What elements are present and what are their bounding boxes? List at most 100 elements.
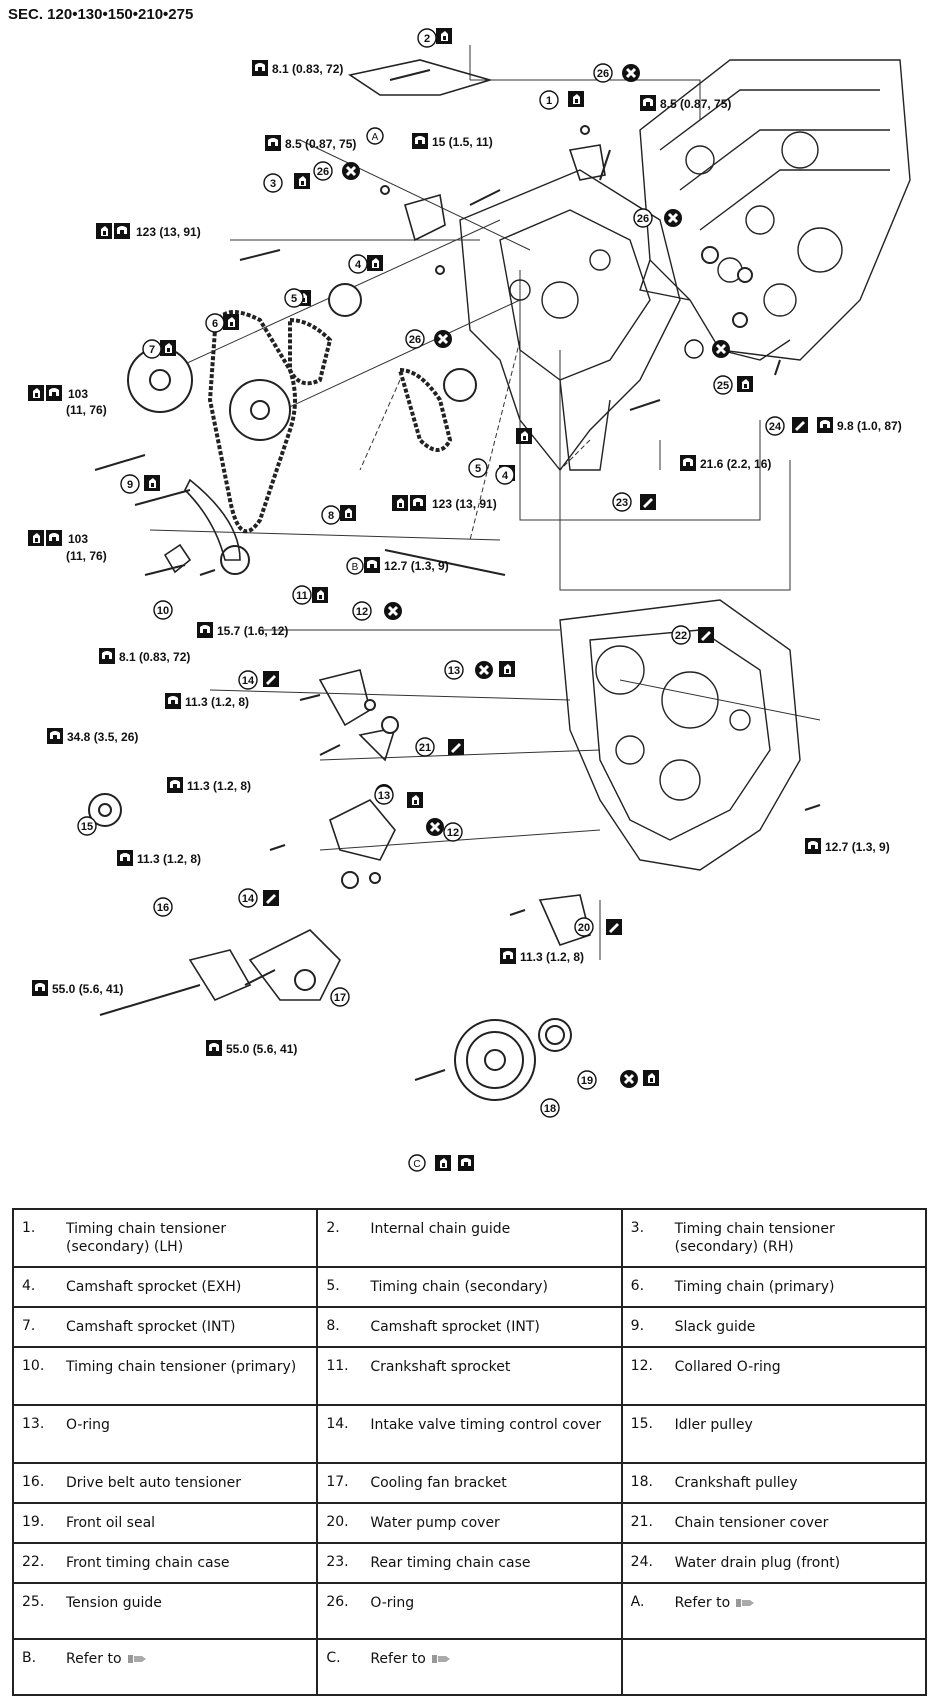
callout-12a: 12 [356, 606, 368, 618]
legend-num: A. [630, 1594, 645, 1610]
legend-num: 4. [22, 1278, 36, 1294]
torque-spec-23: 55.0 (5.6, 41) [226, 1042, 297, 1056]
legend-num: 19. [22, 1514, 45, 1530]
callout-C: C [413, 1159, 420, 1170]
callout-7: 7 [149, 344, 155, 356]
callout-6: 6 [212, 318, 218, 330]
legend-num: 21. [630, 1514, 653, 1530]
legend-text: Cooling fan bracket [370, 1475, 507, 1491]
legend-cell-23: 23. Rear timing chain case [316, 1542, 623, 1584]
callout-4b: 4 [502, 470, 509, 482]
torque-spec-3: 8.5 (0.87, 75) [285, 137, 356, 151]
legend-cell-11: 11.Crankshaft sprocket [316, 1346, 623, 1406]
torque-spec-10: 123 (13, 91) [432, 497, 497, 511]
legend-cell-2: 2. Internal chain guide [316, 1208, 623, 1268]
callout-13a: 13 [448, 665, 460, 677]
callout-16: 16 [157, 902, 169, 914]
legend-cell-12: 12.Collared O-ring [620, 1346, 928, 1406]
legend-text: Refer to [370, 1651, 426, 1667]
legend-text: Water pump cover [370, 1515, 500, 1531]
callout-14a: 14 [242, 675, 255, 687]
legend-num: 22. [22, 1554, 45, 1570]
table-row: 4.Camshaft sprocket (EXH) 5.Timing chain… [11, 1266, 928, 1308]
torque-spec-17: 34.8 (3.5, 26) [67, 730, 138, 744]
legend-text: O-ring [370, 1595, 415, 1611]
legend-num: 13. [22, 1416, 45, 1432]
legend-text: Intake valve timing control cover [370, 1417, 602, 1433]
section-code: SEC. 120•130•150•210•275 [8, 6, 194, 23]
legend-cell-14: 14. Intake valve timing control cover [316, 1404, 623, 1464]
legend-num: 8. [326, 1318, 340, 1334]
legend-num: 2. [326, 1220, 340, 1236]
legend-cell-17: 17.Cooling fan bracket [316, 1462, 623, 1504]
torque-spec-21: 11.3 (1.2, 8) [520, 950, 584, 964]
parts-legend-table: 1. Timing chain tensioner (secondary) (LH… [11, 1208, 928, 1696]
legend-text: Front oil seal [66, 1515, 156, 1531]
callout-13b: 13 [378, 790, 390, 802]
legend-cell-8: 8.Camshaft sprocket (INT) [316, 1306, 623, 1348]
legend-text: Rear timing chain case [370, 1555, 531, 1571]
table-row: 7. Camshaft sprocket (INT) 8.Camshaft spr… [11, 1306, 928, 1348]
torque-spec-20: 12.7 (1.3, 9) [825, 840, 890, 854]
legend-text: Timing chain tensioner (secondary) (LH) [66, 1221, 227, 1255]
table-row: 19. Front oil seal 20. Water pump cover 21… [11, 1502, 928, 1544]
callout-17: 17 [334, 992, 346, 1004]
legend-num: 3. [630, 1220, 645, 1236]
torque-spec-6: 103 [68, 387, 88, 401]
legend-cell-A: A. Refer to [620, 1582, 928, 1640]
legend-num: 10. [22, 1358, 45, 1374]
callout-B: B [352, 562, 359, 573]
legend-text: Camshaft sprocket (EXH) [66, 1279, 242, 1295]
legend-cell-19: 19. Front oil seal [11, 1502, 319, 1544]
torque-spec-12: 9.8 (1.0, 87) [837, 419, 902, 433]
reference-pointer-icon[interactable] [736, 1597, 756, 1609]
legend-cell-3: 3. Timing chain tensioner (secondary) (RH… [620, 1208, 928, 1268]
legend-text: Crankshaft sprocket [370, 1359, 511, 1375]
legend-text: Refer to [66, 1651, 122, 1667]
legend-num: B. [22, 1650, 37, 1666]
legend-num: 7. [22, 1318, 36, 1334]
legend-cell-9: 9.Slack guide [620, 1306, 928, 1348]
legend-text: Chain tensioner cover [674, 1515, 829, 1531]
legend-num: 20. [326, 1514, 349, 1530]
callout-22: 22 [675, 630, 687, 642]
reference-pointer-icon[interactable] [431, 1653, 452, 1665]
legend-cell-18: 18.Crankshaft pulley [620, 1462, 928, 1504]
callout-26a: 26 [597, 68, 609, 80]
callout-1: 1 [546, 95, 552, 107]
legend-cell-B: B. Refer to [11, 1638, 319, 1696]
legend-cell-20: 20. Water pump cover [316, 1502, 623, 1544]
legend-cell-25: 25.Tension guide [11, 1582, 319, 1640]
legend-text: Crankshaft pulley [674, 1475, 798, 1491]
legend-num: 15. [630, 1416, 653, 1432]
callout-26c: 26 [637, 213, 649, 225]
legend-num: 24. [630, 1554, 653, 1570]
legend-text: Internal chain guide [370, 1221, 511, 1237]
legend-num: 14. [326, 1416, 349, 1432]
callout-A: A [372, 132, 379, 143]
callout-26b: 26 [317, 166, 329, 178]
torque-spec-18: 11.3 (1.2, 8) [187, 779, 251, 793]
legend-num: 23. [326, 1554, 349, 1570]
callout-12b: 12 [447, 827, 459, 839]
reference-pointer-icon[interactable] [127, 1653, 148, 1665]
legend-cell-13: 13.O-ring [11, 1404, 319, 1464]
legend-cell-26: 26.O-ring [316, 1582, 623, 1640]
callout-24: 24 [769, 421, 782, 433]
legend-num: 5. [326, 1278, 340, 1294]
callout-18: 18 [544, 1103, 556, 1115]
legend-text: Timing chain tensioner (secondary) (RH) [674, 1221, 835, 1255]
legend-num: 12. [630, 1358, 653, 1374]
legend-num: 25. [22, 1594, 45, 1610]
legend-num: 1. [22, 1220, 36, 1236]
legend-cell-15: 15.Idler pulley [620, 1404, 928, 1464]
callout-14b: 14 [242, 893, 255, 905]
callout-5a: 5 [291, 293, 297, 305]
legend-text: Water drain plug (front) [674, 1555, 841, 1571]
legend-text: Refer to [674, 1595, 731, 1611]
torque-spec-9: (11, 76) [66, 549, 107, 563]
legend-cell-4: 4. Camshaft sprocket (EXH) [11, 1266, 319, 1308]
legend-text: Camshaft sprocket (INT) [66, 1319, 236, 1335]
torque-spec-7: (11, 76) [66, 403, 107, 417]
callout-11: 11 [296, 590, 308, 602]
